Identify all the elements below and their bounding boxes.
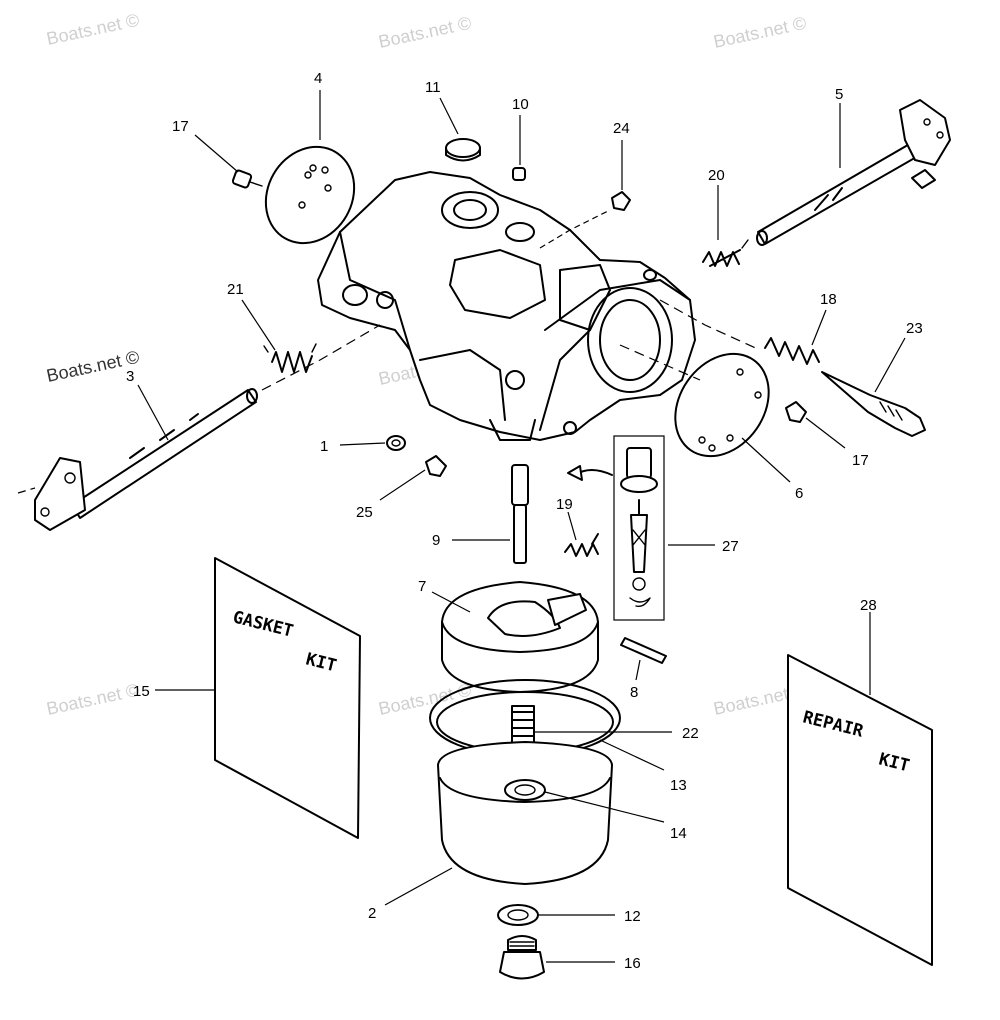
callout-19: 19 <box>556 496 573 513</box>
spring-22 <box>511 705 535 757</box>
callout-27: 27 <box>722 538 739 555</box>
callout-17: 17 <box>852 452 869 469</box>
callout-11: 11 <box>425 79 441 96</box>
callout-4: 4 <box>314 70 322 87</box>
clip-1 <box>386 435 406 451</box>
float-bowl-2 <box>437 741 613 885</box>
watermark: Boats.net © <box>45 10 141 49</box>
watermark: Boats.net © <box>45 680 141 719</box>
callout-9: 9 <box>432 532 440 549</box>
throttle-shaft-3 <box>17 388 258 531</box>
callout-numbers: 4 17 11 10 24 5 20 18 23 17 6 21 3 1 25 … <box>126 70 923 972</box>
callout-5: 5 <box>835 86 843 103</box>
plug-10 <box>512 167 526 181</box>
callout-13: 13 <box>670 777 687 794</box>
leader-lines <box>137 90 906 963</box>
spring-19 <box>564 533 599 557</box>
callout-6: 6 <box>795 485 803 502</box>
main-nozzle-9 <box>511 464 529 564</box>
carburetor-body <box>317 171 696 441</box>
callout-23: 23 <box>906 320 923 337</box>
washer-12 <box>497 904 539 926</box>
callout-24: 24 <box>613 120 630 137</box>
callout-7: 7 <box>418 578 426 595</box>
gasket-kit-15: GASKET KIT <box>214 557 361 839</box>
callout-17: 17 <box>172 118 189 135</box>
drain-plug-16 <box>499 935 545 980</box>
repair-kit-28: REPAIR KIT <box>787 654 933 966</box>
inlet-needle-27 <box>613 435 665 621</box>
idle-needle-23 <box>821 371 926 437</box>
screw-25 <box>425 455 447 477</box>
float-7 <box>441 581 599 693</box>
callout-1: 1 <box>320 438 328 455</box>
throttle-plate-4 <box>264 145 356 245</box>
spring-18 <box>764 337 820 365</box>
float-pin-8 <box>620 637 667 664</box>
callout-22: 22 <box>682 725 699 742</box>
callout-15: 15 <box>133 683 150 700</box>
callout-3: 3 <box>126 368 134 385</box>
callout-18: 18 <box>820 291 837 308</box>
throttle-shaft-5 <box>756 99 951 246</box>
screw-17-right <box>785 401 807 423</box>
spring-20 <box>702 239 749 267</box>
callout-12: 12 <box>624 908 641 925</box>
callout-10: 10 <box>512 96 529 113</box>
spring-21 <box>263 343 317 373</box>
watermark: Boats.net © <box>712 13 808 52</box>
screw-24 <box>611 191 631 211</box>
screw-17-top <box>231 169 263 189</box>
plug-11 <box>445 138 481 162</box>
callout-20: 20 <box>708 167 725 184</box>
watermark: Boats.net © <box>377 13 473 52</box>
callout-25: 25 <box>356 504 373 521</box>
callout-8: 8 <box>630 684 638 701</box>
callout-16: 16 <box>624 955 641 972</box>
callout-14: 14 <box>670 825 687 842</box>
callout-2: 2 <box>368 905 376 922</box>
watermark: Boats.net © <box>377 680 473 719</box>
callout-21: 21 <box>227 281 244 298</box>
callout-28: 28 <box>860 597 877 614</box>
